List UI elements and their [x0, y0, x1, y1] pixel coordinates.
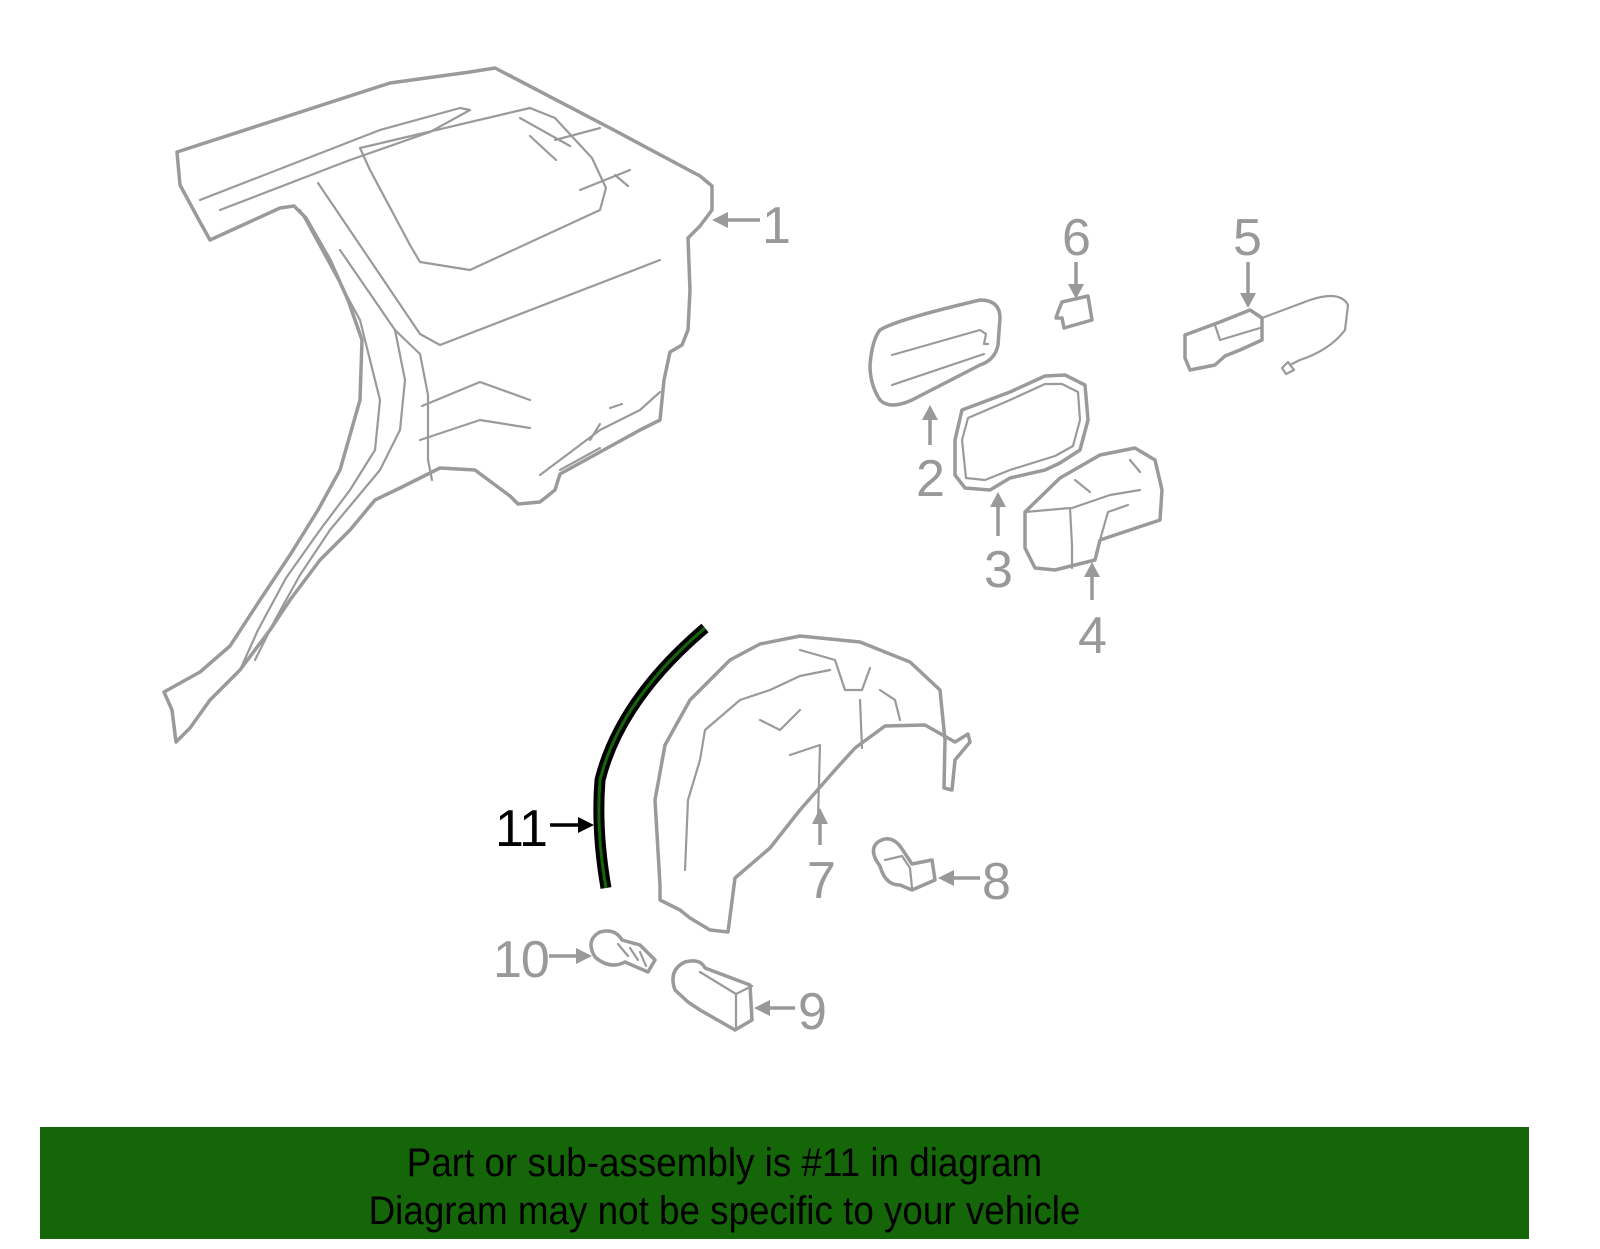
- fuel-door-seal-drawing: [953, 373, 1090, 492]
- callout-arrow-3: [990, 492, 1006, 536]
- callout-8[interactable]: 8: [982, 853, 1011, 911]
- callout-3[interactable]: 3: [984, 541, 1013, 599]
- fuel-door-drawing: [868, 298, 1002, 407]
- liner-clip-drawing: [871, 837, 937, 892]
- banner-part-text: Part or sub-assembly is #11 in diagram: [406, 1141, 1043, 1185]
- quarter-panel-drawing: [162, 66, 714, 744]
- fuel-filler-housing-drawing: [1023, 446, 1164, 572]
- callout-11-highlighted[interactable]: 11: [495, 800, 548, 858]
- callout-10[interactable]: 10: [493, 931, 550, 989]
- callout-arrow-5: [1240, 262, 1256, 308]
- callout-arrow-10: [549, 948, 592, 964]
- callout-6[interactable]: 6: [1062, 209, 1091, 267]
- callout-arrow-7: [812, 808, 828, 845]
- callout-2[interactable]: 2: [916, 450, 945, 508]
- callout-5[interactable]: 5: [1233, 209, 1262, 267]
- screw-drawing: [589, 929, 657, 974]
- callout-arrow-11: [550, 817, 594, 833]
- callout-9[interactable]: 9: [798, 983, 827, 1041]
- nut-drawing: [671, 959, 754, 1032]
- callout-arrow-2: [922, 405, 938, 445]
- callout-arrow-8: [938, 870, 980, 886]
- fuel-door-actuator-drawing: [1183, 294, 1350, 376]
- callout-arrow-9: [754, 1000, 795, 1016]
- callout-1[interactable]: 1: [762, 197, 791, 255]
- info-banner: Part or sub-assembly is #11 in diagram D…: [40, 1127, 1529, 1239]
- wheel-house-liner-drawing: [653, 634, 972, 934]
- clip-drawing: [1054, 294, 1094, 330]
- banner-disclaimer-text: Diagram may not be specific to your vehi…: [368, 1189, 1081, 1233]
- callout-4[interactable]: 4: [1078, 607, 1107, 665]
- callout-7[interactable]: 7: [807, 852, 836, 910]
- callout-arrow-1: [712, 212, 760, 228]
- callout-arrow-4: [1084, 562, 1100, 600]
- weatherstrip-highlighted-drawing[interactable]: [593, 623, 709, 889]
- callout-arrow-6: [1068, 262, 1084, 299]
